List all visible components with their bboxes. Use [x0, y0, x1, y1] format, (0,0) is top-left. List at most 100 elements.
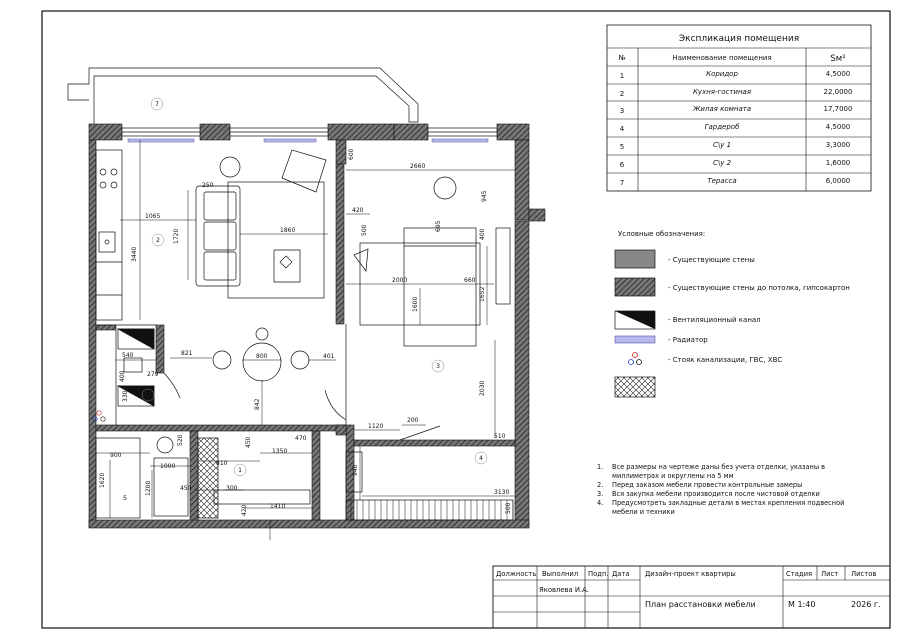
dim-label: 945: [481, 190, 488, 202]
dim-label: 1120: [368, 423, 383, 430]
note-number: 2.: [597, 481, 603, 489]
armchair: [281, 149, 327, 193]
dim-label: 420: [352, 207, 364, 214]
ventilation-ducts: [116, 328, 155, 407]
dim-label: 1720: [173, 229, 180, 244]
note-line: Перед заказом мебели провести контрольны…: [612, 481, 802, 489]
row-area: 6,0000: [826, 177, 851, 185]
row-num: 2: [620, 90, 624, 98]
room-number-labels: 7 2 3 4 6 1 5: [123, 101, 483, 502]
dim-label: 940: [352, 464, 359, 476]
stamp-project: Дизайн-проект квартиры: [645, 570, 736, 578]
hall-cabinet: [345, 451, 363, 493]
sofa: [195, 181, 325, 299]
note-line: миллиметрах и округлены на 5 мм: [612, 472, 734, 480]
sheet-frame: [41, 10, 891, 629]
legend-label: - Вентиляционный канал: [668, 316, 761, 324]
radiators: [127, 138, 489, 143]
dimension-labels: 600 2660 250 1065 1720 1860 3440 420 500…: [99, 148, 512, 516]
dim-label: 800: [256, 353, 268, 360]
hall-wardrobe: [345, 499, 514, 521]
room-number-2: 2: [156, 237, 160, 244]
dim-label: 420: [241, 504, 248, 516]
dim-label: 821: [181, 350, 193, 357]
dim-label: 1350: [272, 448, 287, 455]
legend-label: - Радиатор: [668, 336, 708, 344]
note-line: мебели и техники: [612, 508, 675, 516]
dim-label: 500: [361, 224, 368, 236]
legend-riser-icon: [628, 352, 642, 365]
stamp-year: 2026 г.: [851, 600, 881, 609]
row-num: 5: [620, 143, 624, 151]
bedroom-wardrobe: [495, 227, 511, 305]
dim-label: 842: [254, 398, 261, 410]
room-number-1: 1: [238, 467, 242, 474]
dim-label: 900: [110, 452, 122, 459]
note-line: Все размеры на чертеже даны без учета от…: [612, 463, 825, 471]
stamp-author: Яковлева И.А.: [539, 586, 589, 594]
note-line: Предусмотреть закладные детали в местах …: [612, 499, 844, 507]
stamp-scale: М 1:40: [788, 600, 815, 609]
legend-label: - Существующие стены до потолка, гипсока…: [668, 284, 850, 292]
legend-swatch-crosshatch: [614, 376, 656, 398]
dim-label: 400: [479, 228, 486, 240]
bathroom-2: [95, 436, 311, 519]
dimension-lines: [96, 140, 515, 540]
floor-lamp: [219, 156, 241, 178]
col-header-name: Наименование помещения: [672, 54, 771, 62]
row-area: 22,0000: [824, 88, 853, 96]
row-name: Кухня-гостиная: [693, 88, 751, 96]
bath-fixture-1: [123, 357, 143, 373]
partitions: [96, 324, 441, 441]
row-num: 1: [620, 72, 624, 80]
explication-title: Экспликация помещения: [679, 34, 799, 44]
dim-label: 600: [348, 148, 355, 160]
bed: [353, 227, 481, 347]
dim-label: 1600: [412, 297, 419, 312]
dim-label: 1200: [145, 481, 152, 496]
terrace-railing: [68, 67, 419, 125]
legend-swatch-walls: [614, 249, 656, 269]
dim-label: 3130: [494, 489, 509, 496]
row-area: 17,7000: [824, 105, 853, 113]
legend-title: Условные обозначения:: [618, 230, 705, 238]
col-header-area: Sм²: [830, 54, 845, 64]
row-num: 7: [620, 179, 624, 187]
dim-label: 2660: [410, 163, 425, 170]
stamp-header-date: Дата: [612, 570, 630, 578]
explication-table: Экспликация помещения № Наименование пом…: [606, 24, 872, 192]
dim-label: 540: [122, 352, 134, 359]
dim-label: 1620: [99, 473, 106, 488]
stamp-header-position: Должность: [496, 570, 536, 578]
row-name: Терасса: [707, 177, 736, 185]
room-markers: [141, 97, 488, 477]
dim-label: 450: [180, 485, 192, 492]
floor-plan: [67, 67, 546, 540]
note-line: Вся закупка мебели производится после чи…: [612, 490, 820, 498]
stamp-header-sheet: Лист: [821, 570, 838, 578]
dim-label: 450: [245, 436, 252, 448]
legend: Условные обозначения: - Существующие сте…: [614, 230, 850, 398]
note-number: 4.: [597, 499, 603, 507]
room-number-7: 7: [155, 101, 159, 108]
note-number: 1.: [597, 463, 603, 471]
dim-label: 401: [323, 353, 335, 360]
row-name: Жилая комната: [692, 105, 751, 113]
dim-label: 810: [216, 460, 228, 467]
legend-swatch-radiator: [614, 335, 656, 344]
row-area: 4,5000: [826, 70, 851, 78]
dim-label: 250: [202, 182, 214, 189]
room-number-3: 3: [436, 363, 440, 370]
dim-label: 510: [494, 433, 506, 440]
dim-label: 1065: [145, 213, 160, 220]
legend-label: - Стояк канализации, ГВС, ХВС: [668, 356, 782, 364]
row-num: 3: [620, 107, 624, 115]
dim-label: 1000: [160, 463, 175, 470]
row-name: Гардероб: [705, 123, 741, 131]
notes: 1. Все размеры на чертеже даны без учета…: [597, 463, 844, 516]
dim-label: 2030: [479, 381, 486, 396]
col-header-num: №: [618, 54, 625, 62]
title-block: Должность Выполнил Подп. Дата Дизайн-про…: [492, 565, 891, 629]
note-number: 3.: [597, 490, 603, 498]
